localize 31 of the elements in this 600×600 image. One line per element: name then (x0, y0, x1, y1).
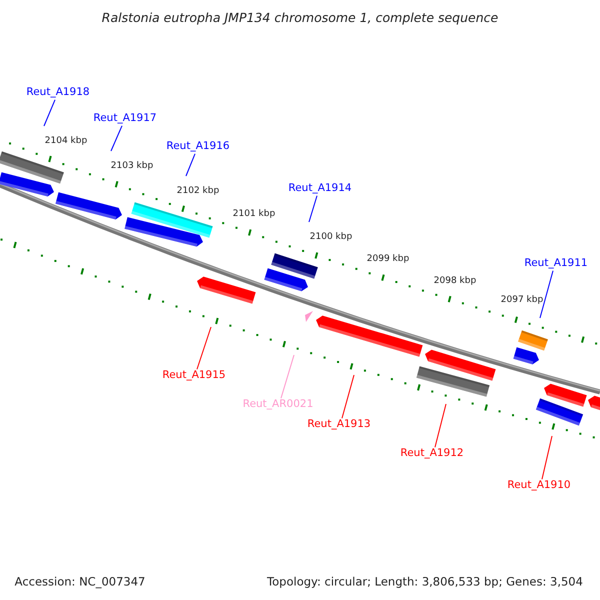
gene-label: Reut_A1914 (288, 183, 352, 195)
leader-line (186, 153, 196, 176)
scale-label: 2098 kbp (434, 277, 476, 287)
gene-label: Reut_A1912 (400, 448, 464, 460)
scale-label: 2101 kbp (232, 210, 276, 220)
scale-label: 2099 kbp (366, 255, 410, 265)
title: Ralstonia eutropha JMP134 chromosome 1, complete sequence (102, 11, 498, 25)
leader-line (280, 354, 294, 399)
gene-label: Reut_A1910 (507, 480, 571, 492)
leader-line (44, 99, 56, 126)
leader-line (308, 195, 318, 222)
gene-label: Reut_A1915 (162, 370, 226, 382)
gene-label: Reut_A1917 (93, 113, 157, 125)
gene-label: Reut_A1916 (166, 141, 230, 153)
leader-line (540, 270, 554, 318)
scale-label: 2100 kbp (310, 233, 352, 243)
scale-label: 2102 kbp (176, 187, 220, 197)
gene-label: Reut_A1913 (307, 419, 371, 431)
scale-label: 2097 kbp (500, 296, 544, 306)
leader-line (542, 436, 552, 480)
leader-line (196, 326, 212, 370)
leader-line (110, 125, 122, 152)
accession-text: Accession: NC_007347 (14, 576, 146, 588)
scale-label: 2103 kbp (110, 162, 154, 172)
gene-label: Reut_AR0021 (242, 399, 314, 411)
leader-line (434, 404, 446, 448)
genome-info-text: Topology: circular; Length: 3,806,533 bp; Genes: 3,504 (267, 576, 583, 588)
scale-label: 2104 kbp (44, 137, 88, 147)
gene-label: Reut_A1911 (524, 258, 588, 270)
leader-line (342, 374, 354, 419)
gene-label: Reut_A1918 (26, 87, 90, 99)
